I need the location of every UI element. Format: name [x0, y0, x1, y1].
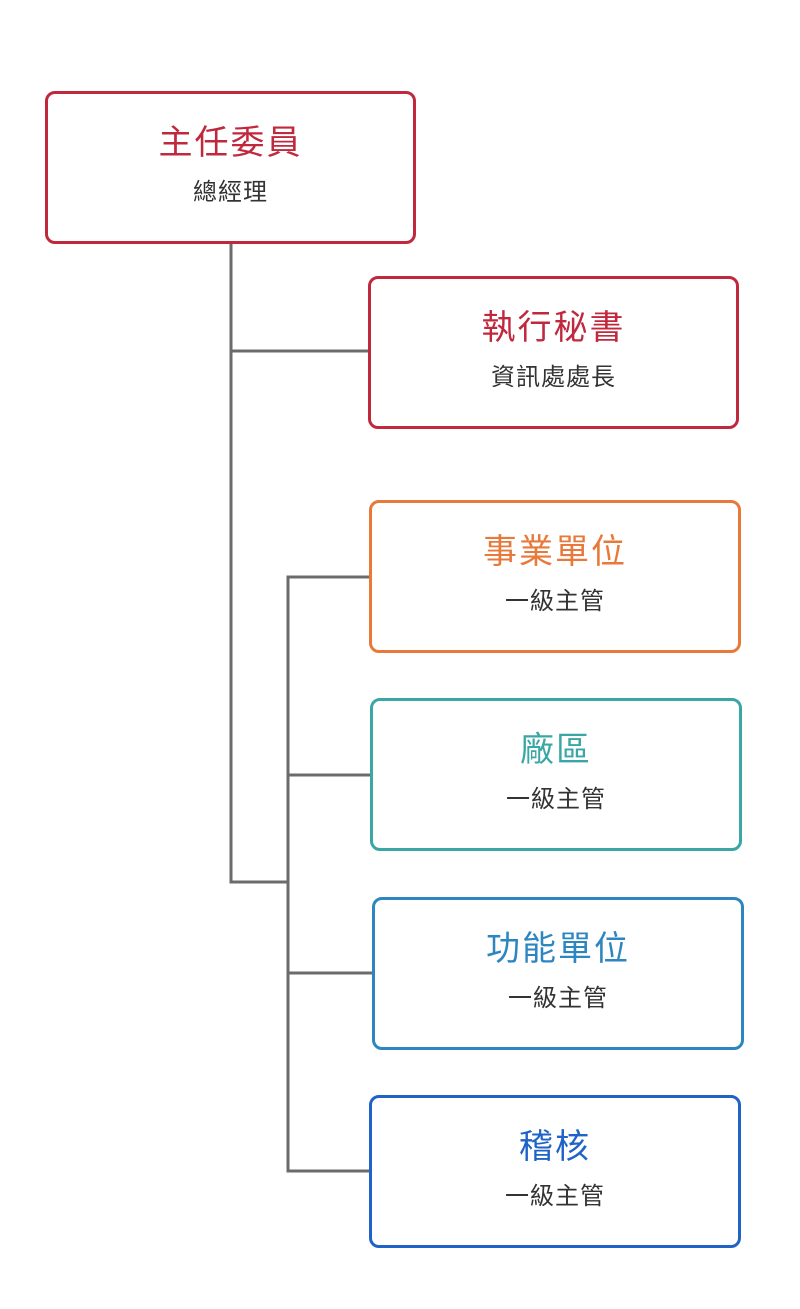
node-title: 功能單位: [486, 928, 630, 969]
node-title: 執行秘書: [481, 307, 626, 348]
node-title: 主任委員: [158, 122, 303, 163]
node-title: 事業單位: [483, 531, 627, 572]
node-business-units: 事業單位 一級主管: [369, 500, 741, 653]
node-title: 廠區: [520, 729, 592, 770]
node-subtitle: 一級主管: [506, 784, 606, 813]
node-audit: 稽核 一級主管: [369, 1095, 741, 1248]
node-subtitle: 總經理: [193, 177, 268, 206]
node-subtitle: 一級主管: [505, 1181, 605, 1210]
node-title: 稽核: [519, 1126, 591, 1167]
node-functional-units: 功能單位 一級主管: [372, 897, 744, 1050]
node-subtitle: 資訊處處長: [491, 362, 616, 391]
node-chair: 主任委員 總經理: [45, 91, 416, 244]
node-subtitle: 一級主管: [508, 983, 608, 1012]
node-plant: 廠區 一級主管: [370, 698, 742, 851]
node-secretary: 執行秘書 資訊處處長: [368, 276, 739, 429]
node-subtitle: 一級主管: [505, 586, 605, 615]
